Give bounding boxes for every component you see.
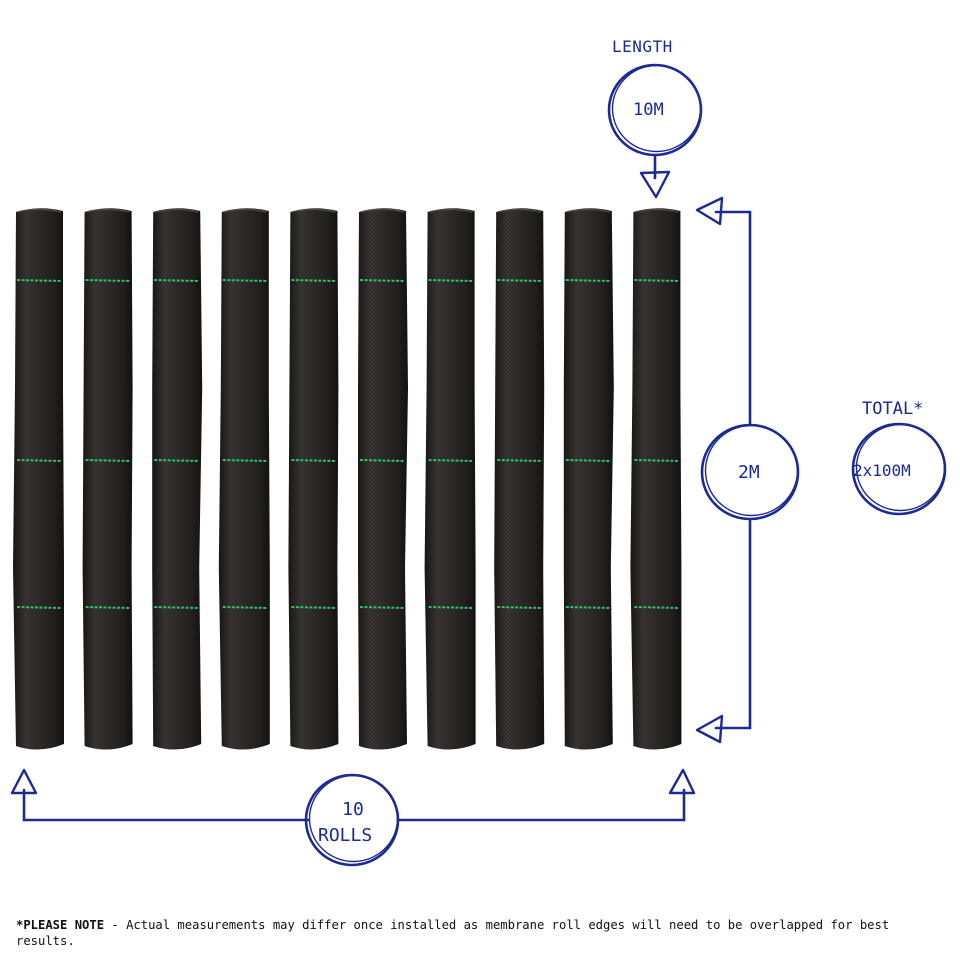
roll-weave — [630, 208, 682, 750]
total-label: TOTAL* — [862, 399, 924, 419]
length-label: LENGTH — [612, 37, 673, 56]
roll-weave — [358, 208, 408, 750]
roll-stripe — [565, 459, 611, 462]
membrane-roll — [218, 208, 270, 750]
roll-top-edge — [498, 208, 542, 213]
roll-weave — [13, 208, 64, 750]
roll-stripe — [16, 459, 63, 462]
roll-weave — [494, 208, 545, 750]
footnote-text: - Actual measurements may differ once in… — [16, 918, 890, 948]
roll-stripe — [222, 279, 268, 282]
roll-weave — [152, 208, 203, 750]
roll-top-edge — [360, 208, 405, 213]
length-arrowhead — [639, 170, 671, 199]
roll-stripe — [359, 606, 406, 609]
total-bubble-inner — [855, 423, 946, 512]
membrane-roll — [358, 208, 408, 750]
roll-top-edge — [292, 208, 336, 213]
length-bubble-inner — [611, 64, 702, 153]
membrane-roll — [13, 208, 64, 750]
roll-stripe — [16, 279, 63, 282]
roll-stripe — [85, 606, 131, 609]
roll-stripe — [154, 606, 200, 609]
roll-weave — [218, 208, 270, 750]
roll-weave — [82, 208, 133, 750]
height-top-arrowhead — [695, 196, 724, 226]
roll-stripe — [634, 279, 680, 282]
roll-stripe — [565, 279, 611, 282]
roll-stripe — [291, 279, 337, 282]
membrane-roll — [563, 208, 614, 750]
roll-top-edge — [635, 208, 679, 213]
roll-weave — [563, 208, 614, 750]
roll-stripe — [634, 606, 680, 609]
length-value: 10M — [633, 100, 664, 120]
roll-stripe — [428, 279, 474, 282]
height-bottom-arrowhead — [695, 714, 724, 744]
membrane-roll — [82, 208, 133, 750]
roll-top-edge — [155, 208, 199, 213]
roll-top-edge — [223, 208, 267, 213]
membrane-roll — [152, 208, 203, 750]
total-value: 2x100M — [853, 461, 911, 480]
height-value: 2M — [738, 462, 760, 483]
rolls-count-value: 10 — [342, 799, 364, 820]
roll-top-edge — [429, 208, 473, 213]
roll-top-edge — [86, 208, 130, 213]
rolls-bubble-inner — [308, 774, 399, 863]
roll-top-edge — [17, 208, 62, 213]
rolls-left-arrowhead — [10, 768, 38, 795]
height-bubble-inner — [704, 424, 799, 517]
roll-stripe — [634, 459, 680, 462]
roll-stripe — [85, 459, 131, 462]
roll-stripe — [222, 606, 268, 609]
roll-weave — [424, 208, 476, 750]
roll-stripe — [154, 459, 200, 462]
roll-stripe — [85, 279, 131, 282]
membrane-roll — [494, 208, 545, 750]
roll-stripe — [428, 459, 474, 462]
rolls-right-arrowhead — [668, 768, 696, 795]
roll-stripe — [497, 459, 543, 462]
roll-weave — [288, 208, 339, 750]
roll-stripe — [222, 459, 268, 462]
measurement-annotations — [10, 63, 947, 867]
membrane-rolls — [13, 208, 682, 750]
roll-stripe — [291, 459, 337, 462]
roll-stripe — [428, 606, 474, 609]
roll-stripe — [359, 459, 406, 462]
roll-stripe — [154, 279, 200, 282]
roll-stripe — [497, 606, 543, 609]
membrane-roll — [630, 208, 682, 750]
footnote-prefix: *PLEASE NOTE — [16, 918, 105, 932]
membrane-roll — [288, 208, 339, 750]
roll-stripe — [16, 606, 63, 609]
roll-top-edge — [566, 208, 610, 213]
rolls-count-label: ROLLS — [318, 825, 373, 846]
membrane-roll — [424, 208, 476, 750]
roll-stripe — [291, 606, 337, 609]
footnote: *PLEASE NOTE - Actual measurements may d… — [16, 917, 946, 949]
roll-stripe — [497, 279, 543, 282]
roll-stripe — [359, 279, 406, 282]
roll-stripe — [565, 606, 611, 609]
